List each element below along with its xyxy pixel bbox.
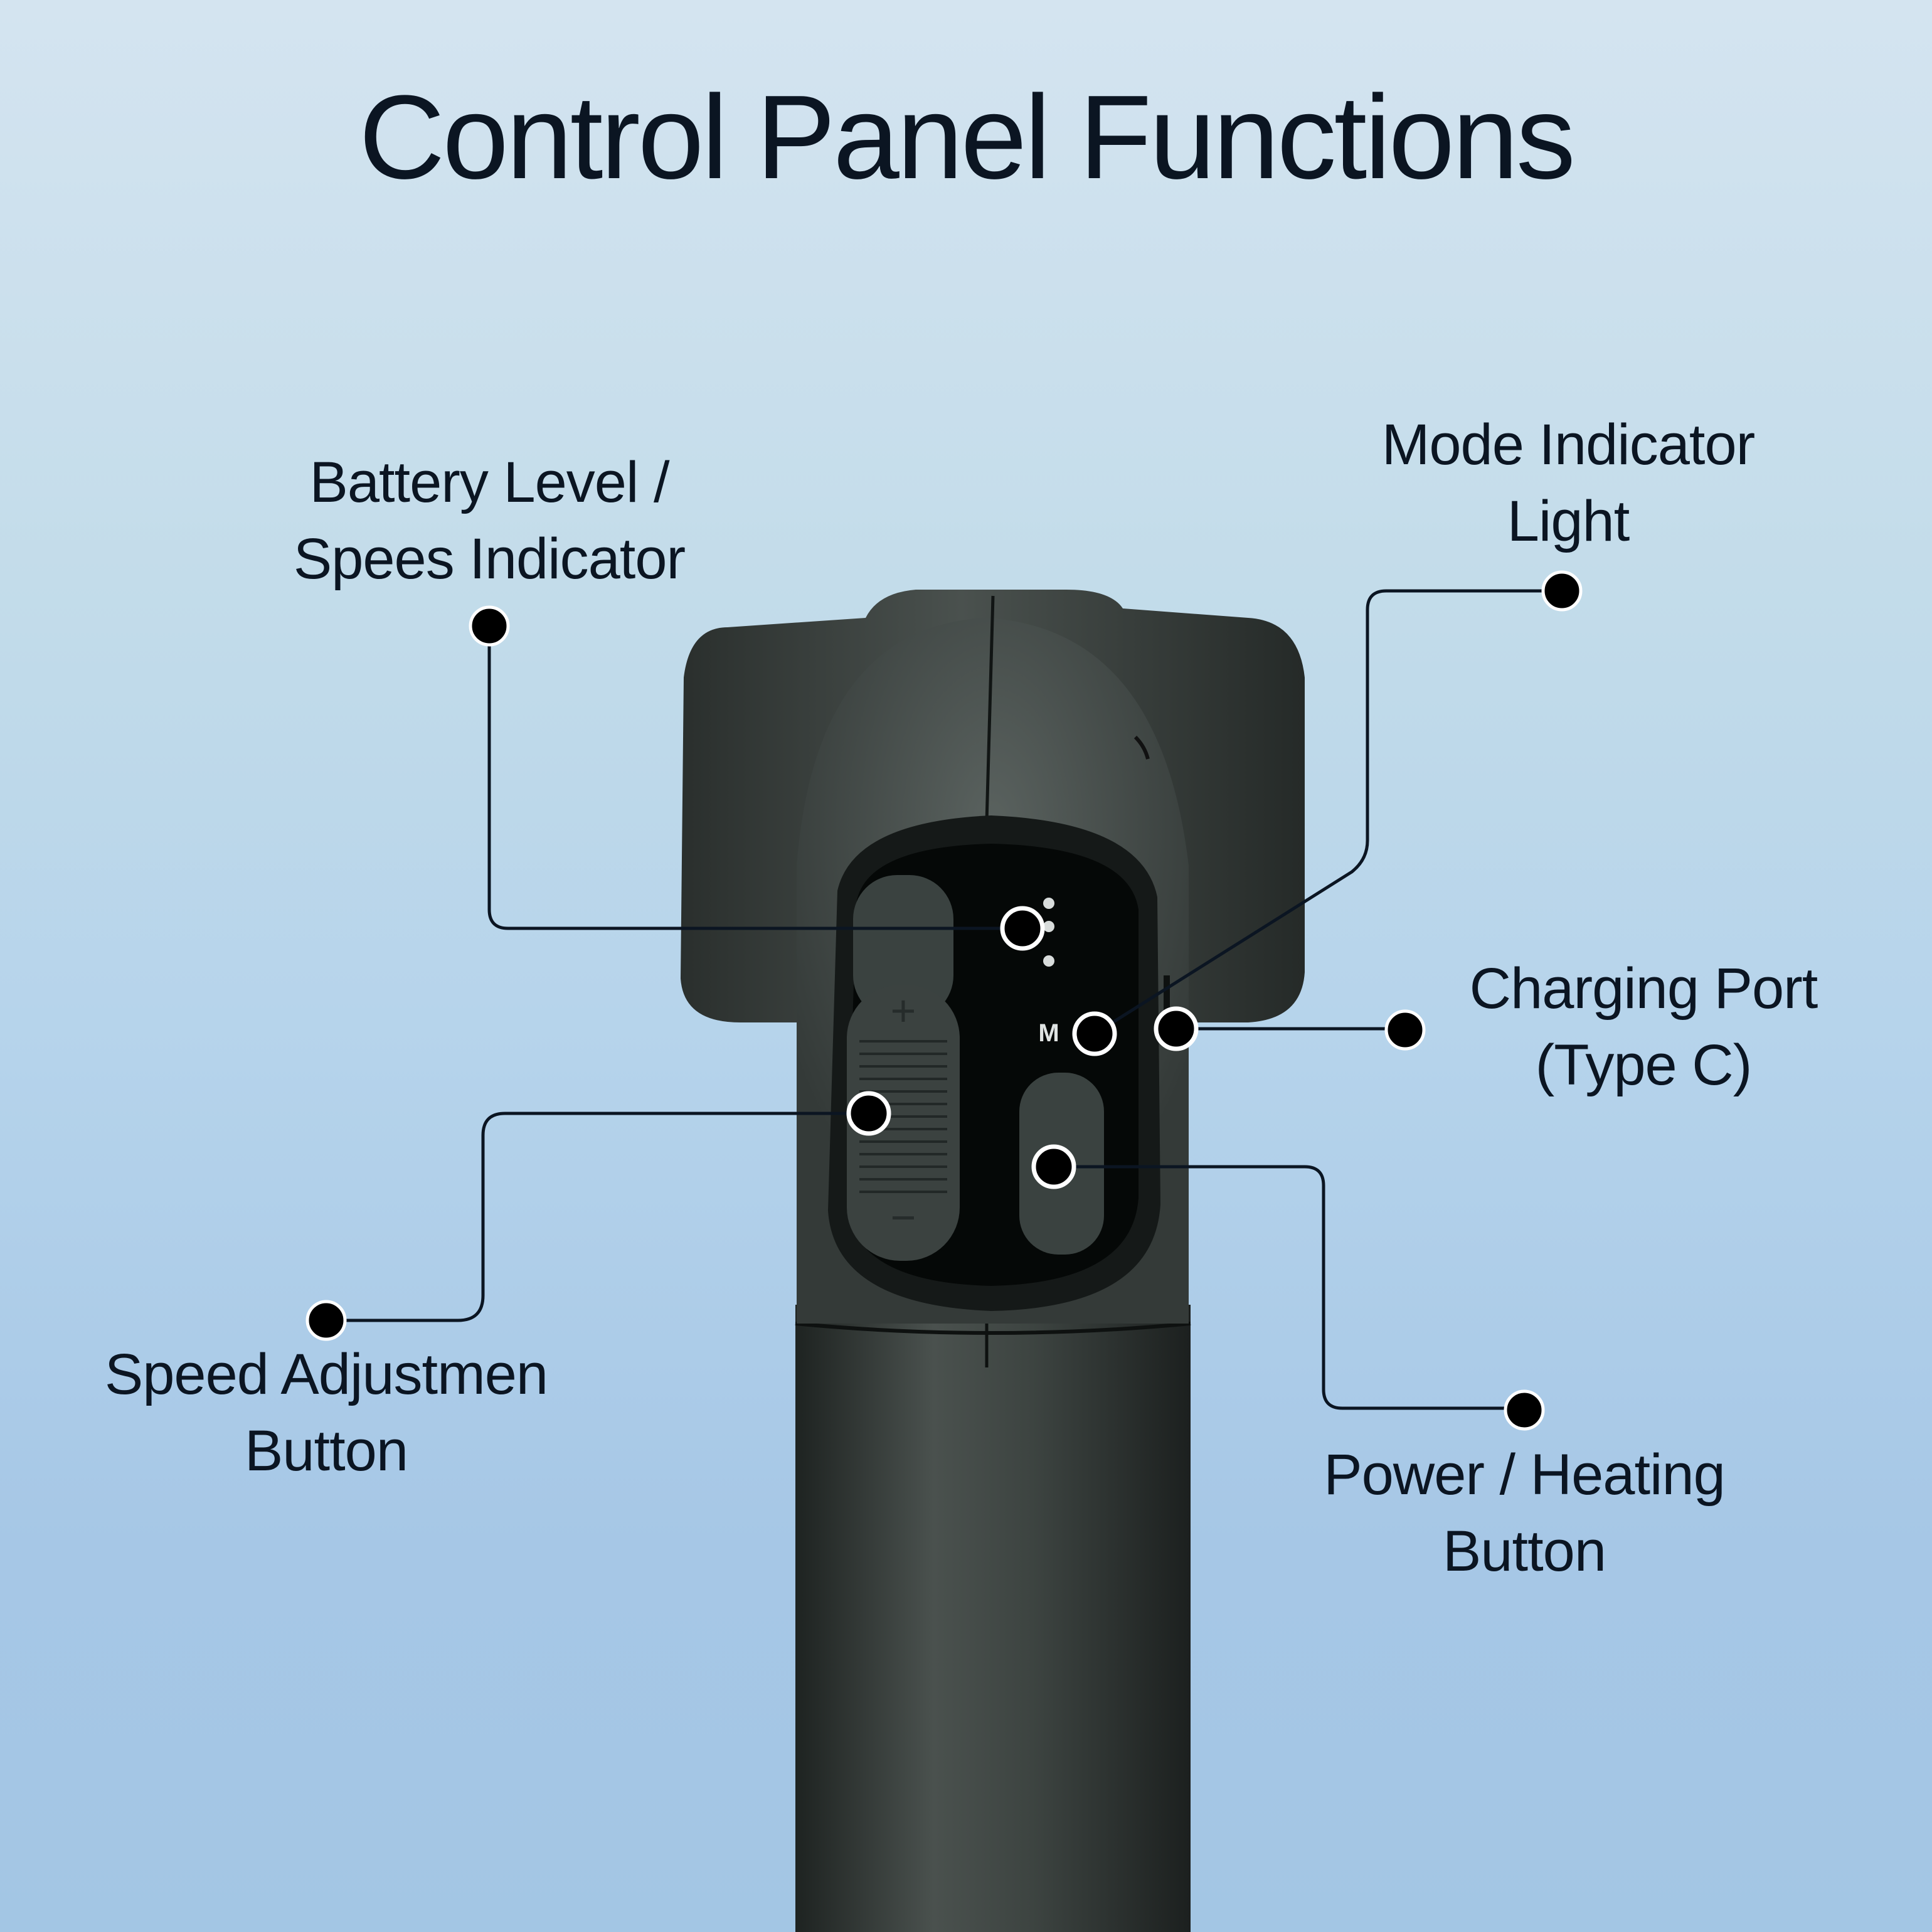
marker-speed: [846, 1091, 891, 1136]
callout-label-power: Power / Heating Button: [1324, 1443, 1726, 1583]
callout-label-speed: Speed Adjustmen Button: [104, 1342, 548, 1483]
mode-key-label: M: [1038, 1019, 1059, 1047]
page-title: Control Panel Functions: [359, 71, 1576, 204]
plus-icon: +: [891, 986, 916, 1035]
marker-charging: [1154, 1006, 1199, 1051]
led-dot: [1043, 921, 1054, 932]
marker-battery: [1000, 906, 1045, 951]
callout-dot-power: [1504, 1389, 1545, 1431]
control-panel: + − M: [828, 815, 1170, 1311]
minus-icon: −: [891, 1193, 916, 1242]
callout-dot-battery: [469, 605, 510, 647]
callout-label-mode: Mode Indicator Light: [1381, 413, 1756, 553]
callout-label-charging: Charging Port (Type C): [1469, 957, 1818, 1097]
callout-dot-mode: [1541, 570, 1583, 612]
marker-mode: [1072, 1011, 1117, 1056]
callout-label-battery: Battery Level / Spees Indicator: [293, 450, 686, 591]
device-handle: [795, 1305, 1191, 1932]
callout-dot-speed: [305, 1300, 347, 1341]
callout-dot-charging: [1384, 1009, 1426, 1051]
led-dot: [1043, 898, 1054, 909]
marker-power: [1031, 1144, 1076, 1189]
led-dot: [1043, 955, 1054, 967]
callout-lines: [326, 589, 1562, 1410]
